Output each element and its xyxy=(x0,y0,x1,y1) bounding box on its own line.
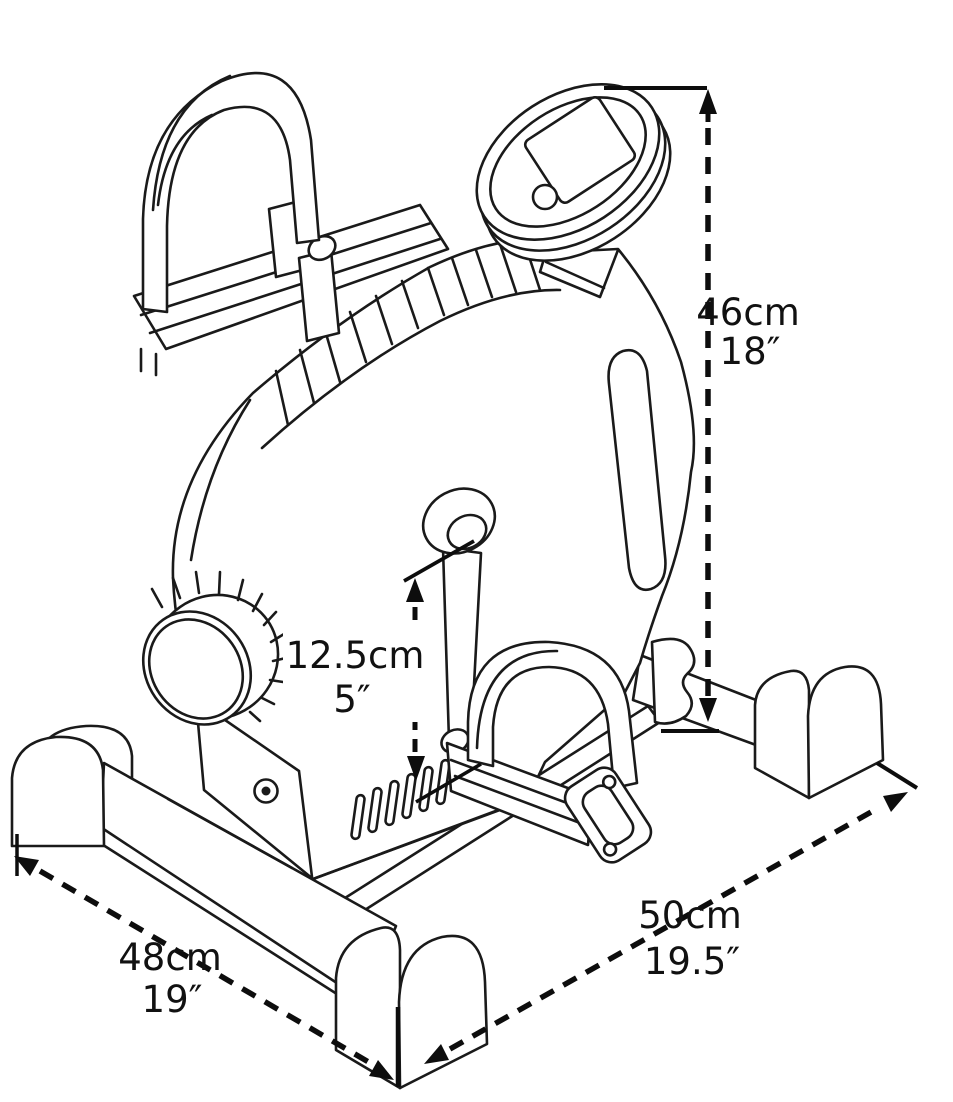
left-crank-arm xyxy=(297,248,341,343)
console-button xyxy=(531,183,559,211)
label-height-metric: 46cm xyxy=(696,291,799,334)
label-depth-metric: 50cm xyxy=(638,894,741,937)
right-pedal xyxy=(440,640,653,864)
strap-buckle xyxy=(563,766,653,864)
label-pedal-height-metric: 12.5cm xyxy=(286,634,425,677)
front-left-foot-cap xyxy=(10,735,106,848)
body-screw-detail xyxy=(253,778,279,804)
label-backing xyxy=(283,620,433,722)
vent-slots xyxy=(350,758,451,841)
dimension-depth xyxy=(424,761,919,1064)
dimension-width xyxy=(14,834,401,1087)
left-pedal xyxy=(132,71,450,377)
front-base-frame xyxy=(10,724,489,1090)
ribbed-band xyxy=(260,239,562,450)
rear-right-foot-cap xyxy=(753,665,885,800)
label-depth-imperial: 19.5″ xyxy=(644,940,740,983)
label-width-metric: 48cm xyxy=(118,936,221,979)
label-width-imperial: 19″ xyxy=(142,978,203,1021)
right-pedal-strap xyxy=(466,640,639,790)
front-right-foot-cap xyxy=(334,926,489,1090)
resistance-knob xyxy=(141,570,288,726)
handle-cutout xyxy=(607,348,667,592)
label-pedal-height-imperial: 5″ xyxy=(333,678,370,721)
lcd-screen xyxy=(523,96,637,204)
label-height-imperial: 18″ xyxy=(720,330,781,373)
dimension-height xyxy=(604,86,719,733)
display-console xyxy=(475,83,672,262)
